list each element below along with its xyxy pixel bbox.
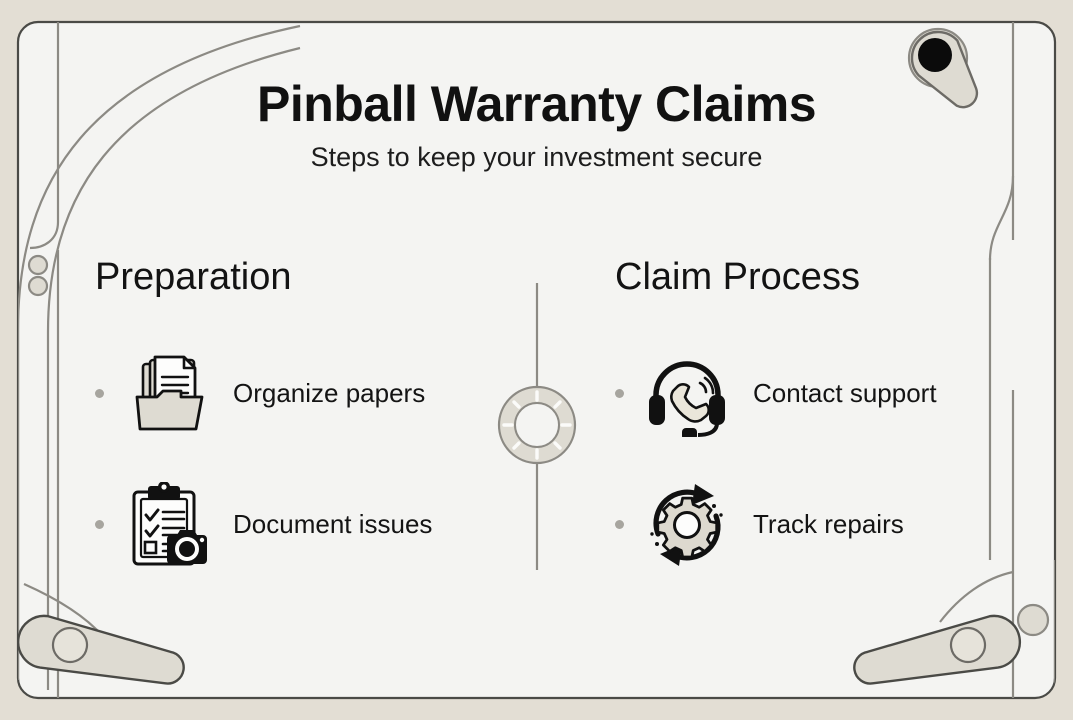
list-item-label: Document issues bbox=[233, 509, 433, 540]
clipboard-camera-icon bbox=[121, 479, 213, 571]
folder-documents-icon bbox=[121, 348, 213, 440]
bullet-dot bbox=[95, 389, 104, 399]
section-heading-preparation: Preparation bbox=[95, 256, 292, 298]
bottom-right-guide-arc bbox=[939, 570, 1014, 623]
list-item-label: Track repairs bbox=[753, 509, 904, 540]
pinball-bumper-icon bbox=[497, 385, 577, 465]
bottom-left-flipper-icon bbox=[18, 614, 185, 685]
bullet-dot bbox=[615, 520, 624, 530]
list-item: Track repairs bbox=[615, 473, 1035, 577]
section-heading-claim-process: Claim Process bbox=[615, 256, 860, 298]
list-item-label: Organize papers bbox=[233, 378, 426, 409]
list-item: Document issues bbox=[95, 473, 515, 577]
bottom-right-flipper-icon bbox=[853, 614, 1022, 685]
bumper-post-icon-1 bbox=[27, 254, 49, 276]
right-lane-line-inner bbox=[988, 175, 1015, 261]
page-title: Pinball Warranty Claims bbox=[256, 76, 817, 132]
top-right-flipper-icon bbox=[907, 27, 979, 109]
left-lane-wall bbox=[29, 22, 60, 250]
ball-lane-arc-outer bbox=[18, 24, 301, 680]
list-item-label: Contact support bbox=[753, 378, 937, 409]
gear-refresh-icon bbox=[641, 479, 733, 571]
bullet-dot bbox=[95, 520, 104, 530]
list-item: Contact support bbox=[615, 342, 1035, 446]
bumper-post-icon-2 bbox=[27, 275, 49, 297]
ball-lane-arc-inner bbox=[46, 46, 301, 690]
list-item: Organize papers bbox=[95, 342, 515, 446]
page-subtitle: Steps to keep your investment secure bbox=[310, 141, 763, 172]
bullet-dot bbox=[615, 389, 624, 399]
header: Pinball Warranty Claims Steps to keep yo… bbox=[0, 78, 1073, 172]
column-claim-process: Claim Process bbox=[615, 256, 1035, 604]
headset-phone-icon bbox=[641, 348, 733, 440]
column-preparation: Preparation bbox=[95, 256, 515, 604]
bumper-post-icon-3 bbox=[1016, 603, 1050, 637]
